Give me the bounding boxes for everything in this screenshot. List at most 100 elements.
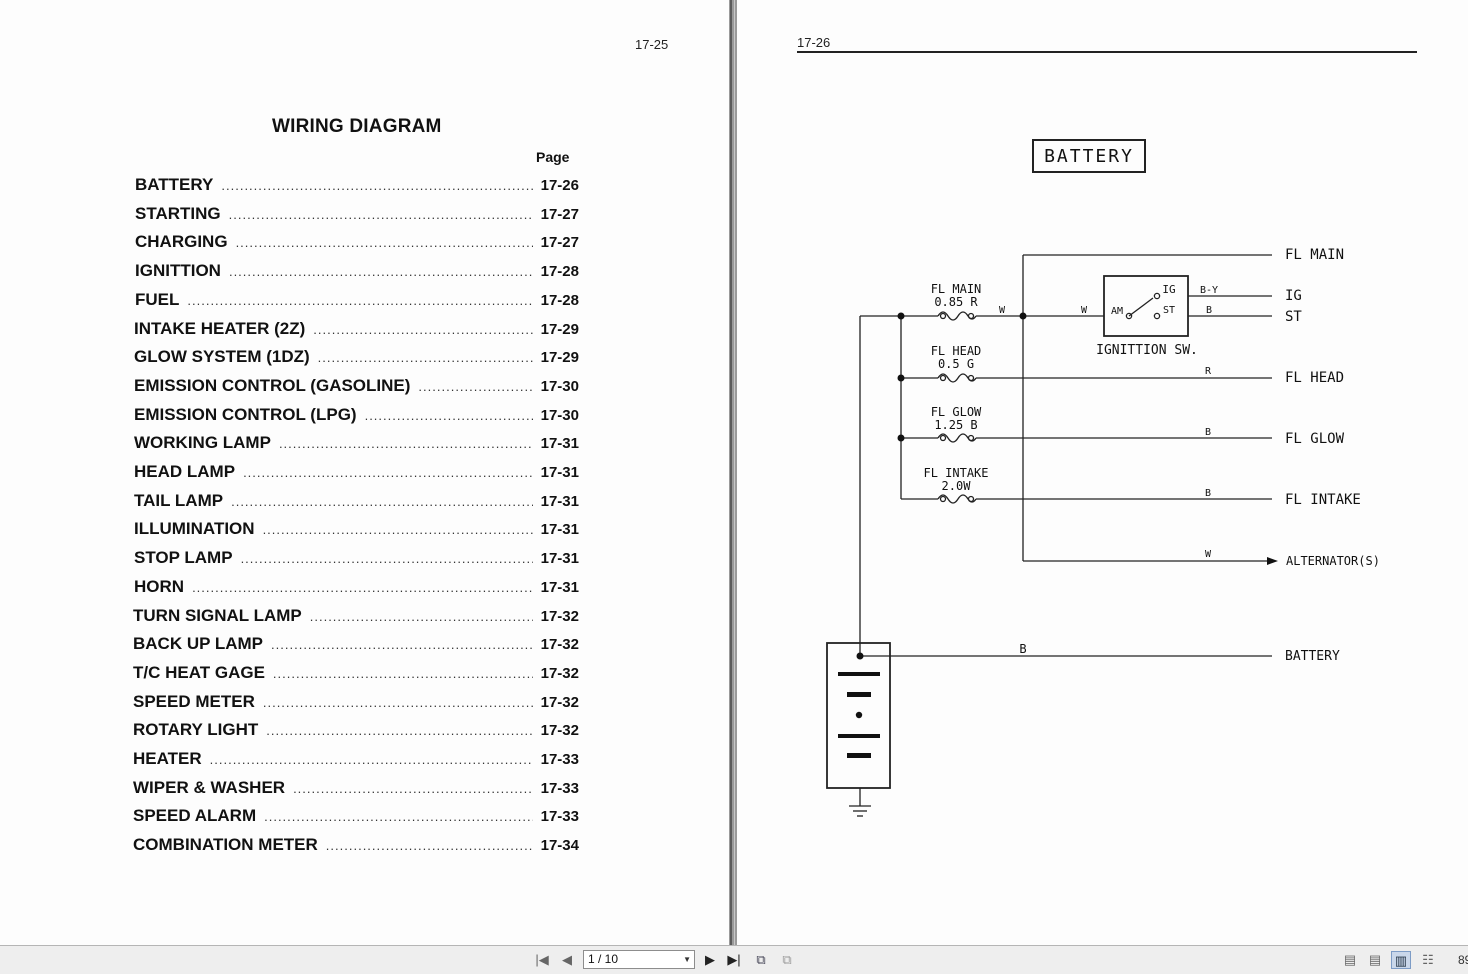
- toc-entry[interactable]: HORN....................................…: [134, 577, 579, 597]
- left-page: 17-25 WIRING DIAGRAM Page BATTERY.......…: [0, 0, 729, 945]
- toc-entry-label: INTAKE HEATER (2Z): [134, 318, 306, 338]
- wire-color-label: W: [999, 305, 1006, 316]
- viewer-toolbar: |◀ ◀ 1 / 10 ▼ ▶ ▶| ⧉ ⧉ ▤ ▤ ▥ ☷ 89: [0, 945, 1468, 974]
- toc-entry[interactable]: SPEED ALARM.............................…: [133, 806, 579, 826]
- fuse-label: FL HEAD: [931, 344, 982, 358]
- toc-entry-page: 17-28: [540, 291, 579, 309]
- toc-entry[interactable]: IGNITTION...............................…: [135, 261, 579, 281]
- toc-title: WIRING DIAGRAM: [272, 116, 442, 137]
- toc-entry[interactable]: BACK UP LAMP............................…: [133, 634, 579, 654]
- toc-entry-page: 17-33: [540, 751, 579, 768]
- previous-page-icon[interactable]: ◀: [562, 952, 572, 967]
- toc-entry[interactable]: EMISSION CONTROL (GASOLINE).............…: [134, 376, 579, 396]
- toc-entry[interactable]: STOP LAMP...............................…: [134, 548, 579, 568]
- insert-pages-icon[interactable]: ⧉: [782, 952, 792, 967]
- toc-entry-page: 17-33: [540, 779, 579, 797]
- toc-entry-page: 17-27: [540, 234, 579, 252]
- toc-entry[interactable]: SPEED METER.............................…: [133, 692, 579, 712]
- fuse-label: FL MAIN: [931, 282, 982, 296]
- page-number: 17-26: [797, 35, 831, 50]
- output-label-alternator: ALTERNATOR(S): [1286, 554, 1380, 568]
- toc-entry-label: CHARGING: [135, 232, 228, 252]
- toc-entry-label: ROTARY LIGHT: [133, 720, 259, 740]
- toc-entry[interactable]: WIPER & WASHER..........................…: [133, 778, 579, 798]
- two-page-view-icon[interactable]: ▥: [1391, 951, 1411, 969]
- header-rule: [797, 51, 1417, 53]
- toc-entry-label: STOP LAMP: [134, 548, 233, 568]
- toc-entry[interactable]: BATTERY.................................…: [135, 175, 579, 195]
- wire-color-label: W: [1205, 549, 1212, 560]
- single-page-view-icon[interactable]: ▤: [1343, 952, 1357, 967]
- extract-pages-icon[interactable]: ⧉: [756, 952, 766, 967]
- toc-entry-label: HEATER: [133, 749, 202, 768]
- toc-page-column-label: Page: [536, 149, 570, 165]
- toc-entry-page: 17-31: [540, 578, 579, 596]
- junction-dot: [856, 652, 864, 660]
- toc-entry-label: STARTING: [135, 203, 221, 223]
- toc-leader-dots: ........................................…: [209, 752, 533, 767]
- toc-entry-page: 17-28: [540, 263, 579, 281]
- ignition-switch-label: IGNITTION SW.: [1096, 343, 1198, 358]
- diagram-title: BATTERY: [1032, 139, 1146, 173]
- toc-entry[interactable]: HEAD LAMP...............................…: [134, 462, 579, 482]
- toc-entry[interactable]: COMBINATION METER.......................…: [133, 835, 579, 855]
- fuse-terminal: [967, 374, 975, 382]
- toc-leader-dots: ........................................…: [235, 235, 533, 251]
- junction-dot: [897, 374, 905, 382]
- toc-entry[interactable]: CHARGING................................…: [135, 232, 579, 252]
- first-page-icon[interactable]: |◀: [535, 952, 549, 967]
- toc-entry[interactable]: HEATER..................................…: [133, 749, 579, 769]
- toc-leader-dots: ........................................…: [231, 493, 533, 509]
- fuse-rating: 0.5 G: [938, 357, 974, 371]
- two-page-continuous-view-icon[interactable]: ☷: [1422, 952, 1434, 967]
- fuse-terminal: [939, 374, 947, 382]
- battery-plate: [838, 734, 880, 738]
- toc-entry[interactable]: TURN SIGNAL LAMP........................…: [133, 606, 579, 626]
- toc-leader-dots: ........................................…: [221, 178, 532, 193]
- toc-entry-label: HEAD LAMP: [134, 462, 236, 481]
- toc-leader-dots: ........................................…: [271, 637, 533, 653]
- toc-entry-label: T/C HEAT GAGE: [133, 662, 265, 682]
- toc-leader-dots: ........................................…: [192, 579, 533, 595]
- toc-entry[interactable]: STARTING................................…: [135, 204, 579, 224]
- output-label-fl-head: FL HEAD: [1285, 370, 1344, 386]
- page-number: 17-25: [635, 37, 669, 52]
- fuse-terminal: [939, 495, 947, 503]
- last-page-icon[interactable]: ▶|: [727, 952, 741, 967]
- toc-entry[interactable]: ILLUMINATION............................…: [134, 519, 579, 539]
- battery-plate: [847, 753, 871, 758]
- toc-entry[interactable]: T/C HEAT GAGE...........................…: [133, 663, 579, 683]
- toc-entry-label: BACK UP LAMP: [133, 634, 264, 654]
- toc-entry-label: EMISSION CONTROL (LPG): [134, 404, 357, 424]
- toc-entry[interactable]: INTAKE HEATER (2Z)......................…: [134, 319, 579, 339]
- toc-entry[interactable]: WORKING LAMP............................…: [134, 433, 579, 453]
- zoom-level[interactable]: 89: [1458, 953, 1468, 967]
- toc-entry[interactable]: GLOW SYSTEM (1DZ).......................…: [134, 347, 579, 367]
- toc-entry-page: 17-32: [540, 664, 579, 682]
- fuse-label: FL GLOW: [931, 405, 982, 419]
- continuous-view-icon[interactable]: ▤: [1368, 952, 1382, 967]
- toc-entry[interactable]: ROTARY LIGHT............................…: [133, 720, 579, 740]
- fuse-label: FL INTAKE: [923, 466, 988, 480]
- toc-entry-page: 17-30: [540, 377, 579, 395]
- toc-leader-dots: ........................................…: [243, 465, 533, 480]
- toc-entry-label: GLOW SYSTEM (1DZ): [134, 347, 310, 367]
- switch-terminal-ig: [1153, 292, 1161, 300]
- toc-entry[interactable]: FUEL....................................…: [135, 290, 579, 310]
- wire-color-label: B: [1205, 488, 1211, 499]
- toc-entry[interactable]: TAIL LAMP...............................…: [134, 491, 579, 511]
- fuse-terminal: [967, 312, 975, 320]
- toc-entry-label: COMBINATION METER: [133, 835, 318, 855]
- next-page-icon[interactable]: ▶: [705, 952, 715, 967]
- toc-entry-label: SPEED ALARM: [133, 806, 257, 826]
- output-label-fl-main: FL MAIN: [1285, 247, 1344, 263]
- toc-entry[interactable]: EMISSION CONTROL (LPG)..................…: [134, 405, 579, 425]
- toc-leader-dots: ........................................…: [418, 378, 532, 394]
- arrow-icon: [1267, 557, 1278, 565]
- toc-leader-dots: ........................................…: [313, 321, 532, 337]
- toc-entry-page: 17-34: [540, 837, 579, 855]
- toc-entry-page: 17-29: [540, 349, 579, 367]
- page-selector[interactable]: 1 / 10 ▼: [583, 950, 695, 969]
- wire-color-label: B: [1206, 305, 1212, 316]
- toc-entry-page: 17-32: [540, 636, 579, 654]
